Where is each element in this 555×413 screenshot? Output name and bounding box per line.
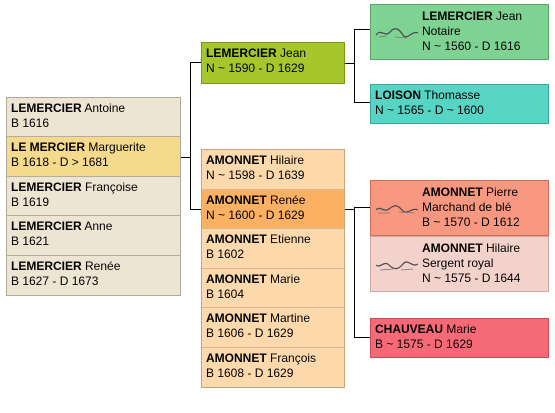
- paternal-grandmother-card[interactable]: LOISON Thomasse N ~ 1565 - D ~ 1600: [370, 84, 549, 124]
- given-name: Marguerite: [88, 140, 146, 155]
- given-name: Pierre: [486, 185, 519, 199]
- given-name: Hilaire: [486, 241, 521, 255]
- given-name: Marie: [270, 271, 301, 286]
- signature-image: [375, 201, 419, 216]
- life-dates: B 1608 - D 1629: [206, 365, 294, 380]
- given-name: Françoise: [85, 179, 138, 194]
- given-name: Hilaire: [270, 153, 305, 167]
- surname: AMONNET: [206, 271, 267, 286]
- person-card[interactable]: AMONNET Martine B 1606 - D 1629: [202, 308, 344, 348]
- connector-line: [344, 63, 355, 64]
- life-dates: N ~ 1565 - D ~ 1600: [375, 103, 484, 117]
- connector-line: [354, 29, 370, 30]
- life-dates: B 1616: [11, 116, 50, 130]
- given-name: Jean: [496, 9, 523, 23]
- father-card[interactable]: LEMERCIER Jean N ~ 1590 - D 1629: [201, 42, 345, 84]
- life-dates: B 1604: [206, 286, 245, 301]
- surname: AMONNET: [206, 350, 267, 365]
- maternal-grandmother-card[interactable]: CHAUVEAU Marie B ~ 1575 - D 1629: [370, 318, 549, 358]
- person-card-selected[interactable]: LE MERCIER Marguerite B 1618 - D > 1681: [7, 137, 180, 177]
- surname: LEMERCIER: [11, 258, 82, 273]
- occupation: Marchand de blé: [422, 200, 512, 214]
- surname: AMONNET: [422, 185, 483, 199]
- given-name: Thomasse: [424, 88, 481, 102]
- given-name: Anne: [84, 219, 113, 234]
- life-dates: B ~ 1570 - D 1612: [422, 215, 520, 229]
- person-card[interactable]: AMONNET Hilaire N ~ 1598 - D 1639: [202, 150, 344, 190]
- connector-line: [354, 207, 355, 338]
- mother-card[interactable]: AMONNET Renée N ~ 1600 - D 1629: [202, 189, 344, 229]
- connector-line: [344, 209, 355, 210]
- life-dates: N ~ 1560 - D 1616: [422, 39, 521, 53]
- life-dates: B 1627 - D 1673: [11, 273, 99, 288]
- paternal-grandfather-card[interactable]: LEMERCIER Jean Notaire N ~ 1560 - D 1616: [370, 4, 549, 60]
- surname: LEMERCIER: [422, 9, 493, 23]
- given-name: Antoine: [84, 101, 126, 115]
- person-card[interactable]: AMONNET François B 1608 - D 1629: [202, 348, 344, 388]
- sibling-group: LEMERCIER Antoine B 1616 LE MERCIER Marg…: [6, 97, 181, 296]
- person-card[interactable]: LEMERCIER Renée B 1627 - D 1673: [7, 256, 180, 295]
- connector-line: [190, 62, 191, 210]
- surname: CHAUVEAU: [375, 322, 444, 336]
- connector-line: [354, 337, 370, 338]
- life-dates: N ~ 1600 - D 1629: [206, 207, 305, 222]
- surname: LE MERCIER: [11, 140, 86, 155]
- life-dates: B 1602: [206, 247, 245, 261]
- connector-line: [190, 209, 201, 210]
- surname: AMONNET: [422, 241, 483, 255]
- person-card[interactable]: LEMERCIER Anne B 1621: [7, 216, 180, 256]
- maternal-grandfather-card[interactable]: AMONNET Pierre Marchand de blé B ~ 1570 …: [370, 180, 549, 236]
- surname: LOISON: [375, 88, 422, 102]
- life-dates: B 1606 - D 1629: [206, 326, 294, 340]
- life-dates: B 1621: [11, 234, 50, 249]
- surname: LEMERCIER: [11, 219, 82, 234]
- person-card[interactable]: AMONNET Etienne B 1602: [202, 229, 344, 269]
- surname: AMONNET: [206, 153, 267, 167]
- given-name: Martine: [270, 311, 311, 325]
- life-dates: N ~ 1590 - D 1629: [206, 61, 305, 75]
- person-card[interactable]: AMONNET Marie B 1604: [202, 269, 344, 308]
- life-dates: N ~ 1575 - D 1644: [422, 271, 521, 285]
- surname: LEMERCIER: [206, 46, 277, 60]
- surname: LEMERCIER: [11, 101, 82, 115]
- life-dates: N ~ 1598 - D 1639: [206, 168, 305, 182]
- life-dates: B 1619: [11, 194, 50, 209]
- given-name: François: [270, 350, 317, 365]
- surname: AMONNET: [206, 192, 267, 207]
- person-card[interactable]: LEMERCIER Françoise B 1619: [7, 177, 180, 217]
- connector-line: [190, 62, 201, 63]
- life-dates: B ~ 1575 - D 1629: [375, 337, 473, 351]
- signature-image: [375, 25, 419, 40]
- person-card[interactable]: LEMERCIER Antoine B 1616: [7, 98, 180, 138]
- surname: LEMERCIER: [11, 179, 82, 194]
- given-name: Etienne: [270, 232, 311, 246]
- connector-line: [354, 29, 355, 103]
- occupation: Sergent royal: [422, 256, 494, 270]
- given-name: Marie: [446, 322, 477, 336]
- occupation: Notaire: [422, 24, 461, 38]
- surname: AMONNET: [206, 232, 267, 246]
- given-name: Renée: [85, 258, 121, 273]
- connector-line: [354, 102, 370, 103]
- connector-line: [181, 157, 191, 158]
- maternal-great-uncle-card[interactable]: AMONNET Hilaire Sergent royal N ~ 1575 -…: [370, 236, 549, 292]
- signature-image: [375, 257, 419, 272]
- given-name: Renée: [270, 192, 306, 207]
- surname: AMONNET: [206, 311, 267, 325]
- given-name: Jean: [280, 46, 307, 60]
- mother-sibling-group: AMONNET Hilaire N ~ 1598 - D 1639 AMONNE…: [201, 149, 345, 388]
- connector-line: [354, 207, 370, 208]
- life-dates: B 1618 - D > 1681: [11, 155, 109, 170]
